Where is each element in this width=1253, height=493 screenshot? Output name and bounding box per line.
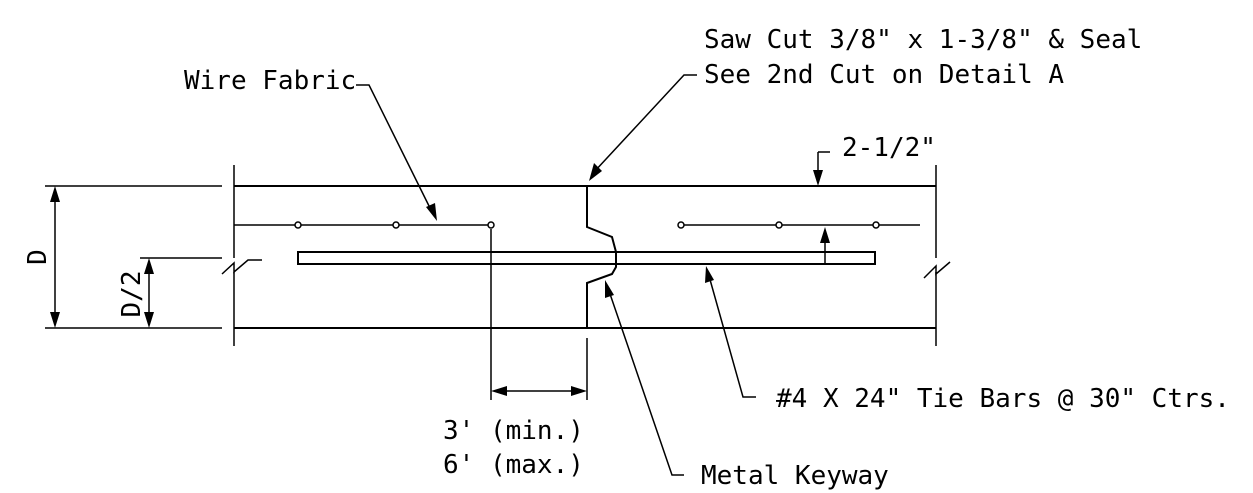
- wire-fabric: [234, 221, 920, 229]
- depth-label: D: [23, 249, 53, 265]
- half-depth-label: D/2: [117, 271, 147, 318]
- keyway-profile: [586, 186, 617, 328]
- saw-cut-label-line1: Saw Cut 3/8" x 1-3/8" & Seal: [704, 25, 1142, 55]
- arrowhead: [705, 266, 714, 283]
- dimension-d: D: [23, 185, 222, 329]
- wire-fabric-leader: [356, 84, 433, 213]
- saw-cut-leader: [593, 74, 697, 173]
- saw-cut-label-line2: See 2nd Cut on Detail A: [704, 60, 1064, 90]
- wire-dot: [775, 221, 783, 229]
- arrowhead: [426, 203, 437, 221]
- callout-tie-bars: #4 X 24" Tie Bars @ 30" Ctrs.: [705, 266, 1230, 414]
- keyway-leader: [608, 290, 684, 476]
- tie-bars-label: #4 X 24" Tie Bars @ 30" Ctrs.: [776, 384, 1230, 414]
- arrowhead: [589, 163, 602, 181]
- keyway-label: Metal Keyway: [701, 461, 889, 491]
- wire-dot: [872, 221, 880, 229]
- cover-label: 2-1/2": [842, 133, 936, 163]
- dimension-cover: 2-1/2": [813, 133, 936, 265]
- dimension-half-d: D/2: [117, 257, 222, 328]
- wire-dot: [294, 221, 302, 229]
- arrowhead: [813, 170, 823, 186]
- spacing-max-label: 6' (max.): [443, 450, 584, 480]
- dimension-spacing: 3' (min.) 6' (max.): [443, 229, 588, 480]
- wire-dot: [392, 221, 400, 229]
- arrowhead: [571, 386, 587, 396]
- tie-bar: [297, 251, 876, 265]
- keyway-joint: [586, 186, 617, 328]
- wire-dot: [677, 221, 685, 229]
- left-break-symbol: [221, 259, 262, 275]
- arrowhead: [144, 312, 154, 328]
- right-break-symbol: [923, 261, 951, 279]
- arrowhead: [144, 258, 154, 274]
- wire-fabric-label: Wire Fabric: [184, 66, 356, 96]
- callout-wire-fabric: Wire Fabric: [184, 66, 437, 221]
- callout-saw-cut: Saw Cut 3/8" x 1-3/8" & Seal See 2nd Cut…: [589, 25, 1142, 181]
- arrowhead: [50, 312, 60, 328]
- arrowhead: [605, 280, 614, 298]
- slab: [221, 165, 951, 346]
- arrowhead: [50, 186, 60, 202]
- spacing-min-label: 3' (min.): [443, 416, 584, 446]
- wire-dot: [487, 221, 495, 229]
- callout-keyway: Metal Keyway: [605, 280, 889, 491]
- arrowhead: [491, 386, 507, 396]
- arrowhead: [820, 227, 830, 243]
- tie-bars-leader: [708, 275, 756, 398]
